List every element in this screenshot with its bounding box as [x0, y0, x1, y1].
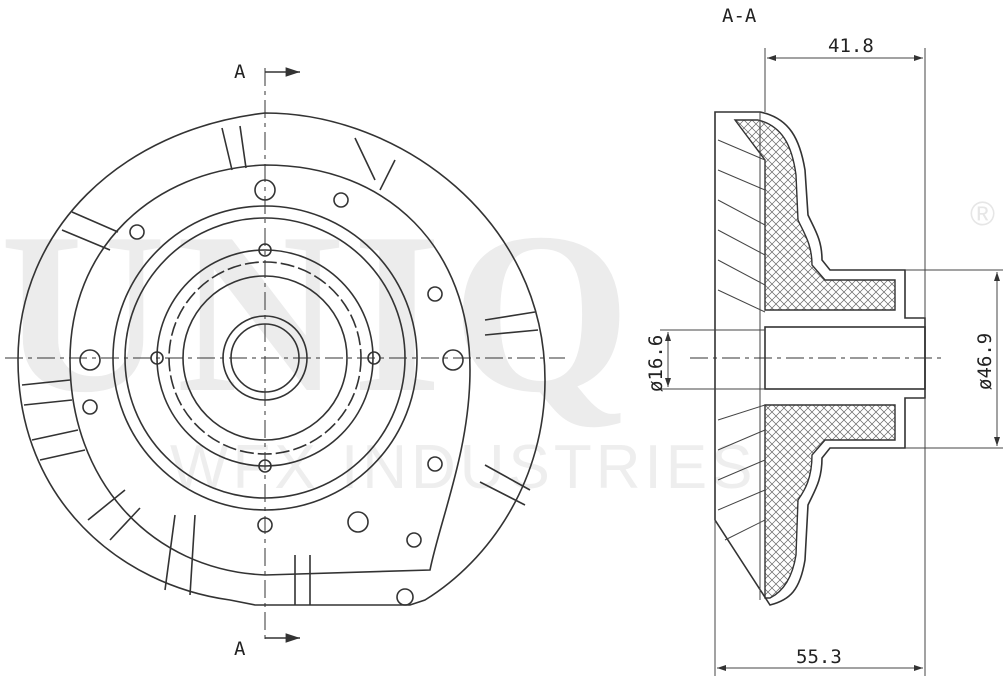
watermark-registered: ® — [970, 195, 995, 233]
section-title: A-A — [722, 5, 757, 27]
rubber-section-bottom — [764, 404, 896, 599]
dim-41-8: 41.8 — [828, 35, 874, 57]
section-ribs — [717, 112, 766, 600]
rubber-section-top — [733, 119, 896, 311]
dim-d46-9: ø46.9 — [974, 333, 996, 390]
dimension-top-width: 41.8 — [764, 35, 926, 318]
ribs — [21, 125, 539, 605]
watermark-subtitle: WFX INDUSTRIES — [170, 433, 756, 502]
dimension-outer-diameter: ø46.9 — [905, 269, 1003, 449]
outer-contour — [17, 112, 546, 606]
dim-55-3: 55.3 — [796, 646, 842, 668]
dimension-inner-diameter: ø16.6 — [645, 329, 765, 392]
section-mark-bottom: A — [234, 638, 246, 660]
dim-d16-6: ø16.6 — [645, 335, 667, 392]
section-mark-top: A — [234, 61, 246, 83]
section-view: A-A 41.8 55.3 ø16.6 ø46 — [645, 5, 1003, 676]
dimension-overall-width: 55.3 — [714, 398, 926, 676]
front-view: A A — [5, 61, 565, 660]
